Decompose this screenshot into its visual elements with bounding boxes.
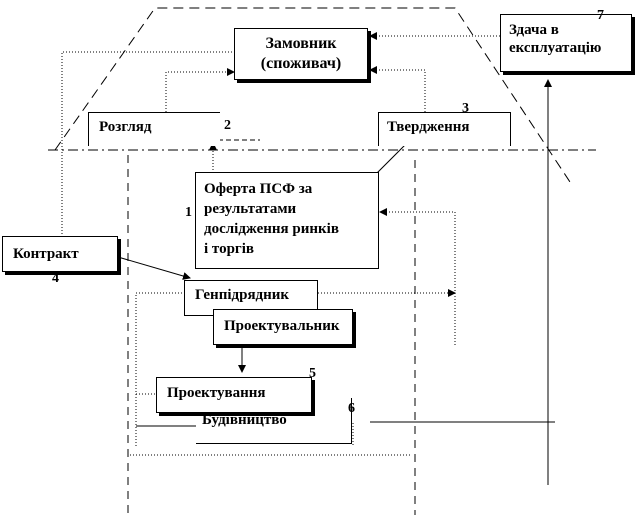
step-number-5: 5	[309, 366, 316, 381]
step-number-2: 2	[224, 118, 231, 133]
approval-label: Твердження	[387, 119, 470, 135]
contract-box: Контракт	[2, 236, 118, 272]
step-number-7: 7	[597, 8, 604, 23]
step-number-6: 6	[348, 401, 355, 416]
review-label: Розгляд	[99, 119, 152, 135]
commissioning-line2: експлуатацію	[509, 40, 602, 56]
customer-line2: (споживач)	[260, 55, 342, 72]
offer-line3: дослідження ринків	[204, 221, 339, 237]
offer-box: Оферта ПСФ за результатами дослідження р…	[195, 172, 379, 269]
designer-box: Проектувальник	[213, 309, 353, 345]
design-label: Проектування	[167, 385, 266, 401]
step-number-1: 1	[185, 205, 192, 220]
general-contractor-label: Генпідрядник	[195, 287, 290, 303]
offer-line1: Оферта ПСФ за	[204, 181, 313, 197]
designer-label: Проектувальник	[224, 318, 340, 334]
commissioning-line1: Здача в	[509, 22, 559, 38]
offer-line2: результатами	[204, 201, 297, 217]
design-box: Проектування	[156, 377, 312, 413]
commissioning-box: Здача в експлуатацію	[500, 14, 632, 72]
construction-label: Будівництво	[202, 412, 287, 428]
approval-box: Твердження	[378, 112, 511, 146]
step-number-4: 4	[52, 271, 59, 286]
customer-line1: Замовник	[265, 35, 337, 52]
contract-label: Контракт	[13, 246, 79, 262]
customer-box: Замовник (споживач)	[234, 28, 368, 80]
review-box: Розгляд	[88, 112, 220, 146]
step-number-3: 3	[462, 101, 469, 116]
offer-line4: і торгів	[204, 241, 255, 257]
